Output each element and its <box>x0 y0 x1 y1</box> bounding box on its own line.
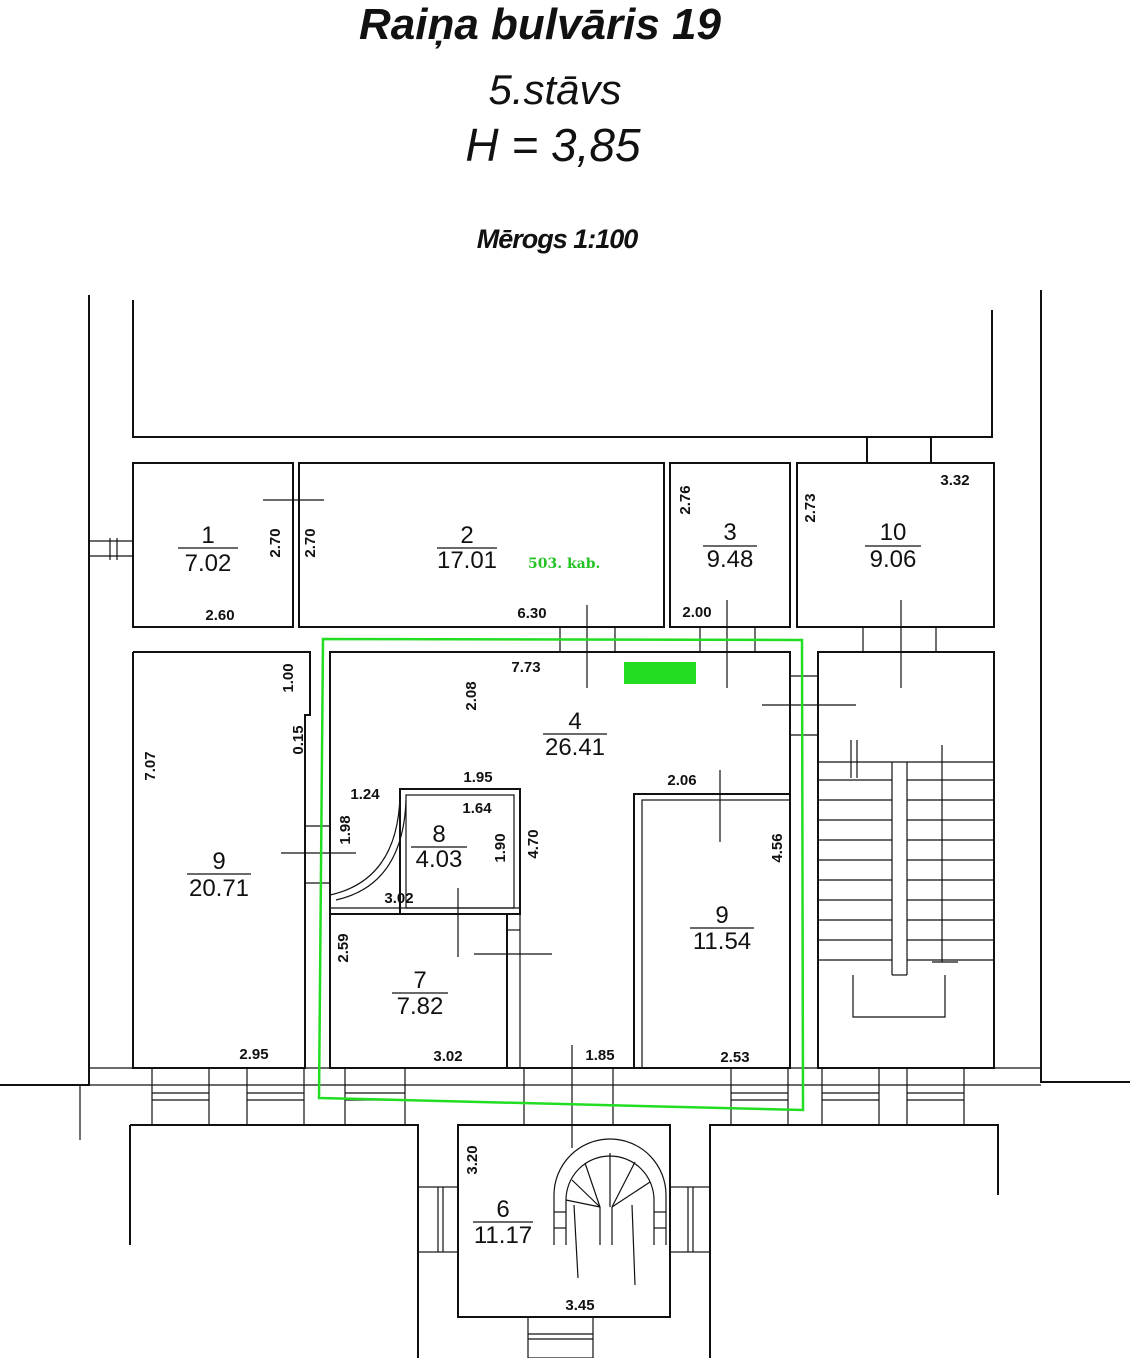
dimension-label: 2.76 <box>677 485 694 514</box>
dimension-label: 3.20 <box>464 1145 481 1174</box>
dimension-label: 1.64 <box>462 800 492 817</box>
room-number: 9 <box>212 848 225 875</box>
office-label: 503. kab. <box>528 556 600 572</box>
dimension-label: 3.02 <box>384 890 413 907</box>
room-number: 4 <box>568 708 581 735</box>
dimension-label: 2.08 <box>463 681 480 710</box>
dimension-label: 3.02 <box>433 1048 462 1065</box>
dimension-label: 3.45 <box>565 1297 594 1314</box>
room-area: 26.41 <box>545 734 605 761</box>
room-area: 7.82 <box>397 993 444 1020</box>
room-number: 10 <box>880 519 907 546</box>
room-area: 20.71 <box>189 875 249 902</box>
dimension-label: 7.73 <box>511 659 540 676</box>
dimension-label: 2.70 <box>267 528 284 557</box>
dimension-label: 1.24 <box>350 786 380 803</box>
room-area: 9.06 <box>870 546 917 573</box>
stair-tower <box>417 1045 711 1358</box>
dimension-label: 2.59 <box>335 933 352 962</box>
dimension-label: 3.32 <box>940 472 969 489</box>
bottom-windows <box>151 1067 965 1126</box>
room-number: 2 <box>460 522 473 549</box>
dimension-label: 0.15 <box>290 725 307 754</box>
dimension-label: 6.30 <box>517 605 546 622</box>
room-area: 7.02 <box>185 550 232 577</box>
room-area: 17.01 <box>437 547 497 574</box>
dimension-label: 4.56 <box>769 833 786 862</box>
dimension-label: 1.98 <box>337 815 354 844</box>
dimension-label: 2.60 <box>205 607 234 624</box>
outer-walls <box>0 290 1130 1358</box>
room-number: 8 <box>432 821 445 848</box>
room-number: 1 <box>201 522 214 549</box>
scale-label: Mērogs 1:100 <box>476 224 639 254</box>
dimension-label: 4.70 <box>525 829 542 858</box>
dimension-label: 1.90 <box>492 833 509 862</box>
dimension-label: 2.73 <box>802 493 819 522</box>
dimension-label: 2.53 <box>720 1049 749 1066</box>
dimension-label: 1.85 <box>585 1047 614 1064</box>
dimension-label: 2.00 <box>682 604 711 621</box>
dimension-label: 2.06 <box>667 772 696 789</box>
dimension-label: 1.95 <box>463 769 492 786</box>
room-number: 6 <box>496 1196 509 1223</box>
dimension-label: 7.07 <box>142 751 159 780</box>
room-number: 7 <box>413 967 426 994</box>
dimension-label: 1.00 <box>280 663 297 692</box>
office-503-outline <box>317 637 805 1112</box>
dimension-label: 2.70 <box>302 528 319 557</box>
room-area: 4.03 <box>416 846 463 873</box>
office-marker <box>624 662 696 684</box>
room-number: 3 <box>723 519 736 546</box>
room-number: 9 <box>715 902 728 929</box>
floor-label: 5.stāvs <box>488 66 622 113</box>
top-rooms <box>89 462 995 688</box>
dimension-label: 2.95 <box>239 1046 268 1063</box>
room-area: 9.48 <box>707 546 754 573</box>
middle-rooms <box>132 651 995 1069</box>
dimension-labels: 3.32 2.76 2.73 2.70 2.70 2.60 6.30 2.00 … <box>142 472 970 1314</box>
room-area: 11.54 <box>693 928 751 955</box>
room-labels: 1 7.02 2 17.01 3 9.48 10 9.06 4 26.41 8 … <box>178 519 921 1249</box>
building-title: Raiņa bulvāris 19 <box>359 0 721 49</box>
room-area: 11.17 <box>474 1222 532 1249</box>
ceiling-height: H = 3,85 <box>465 119 641 171</box>
